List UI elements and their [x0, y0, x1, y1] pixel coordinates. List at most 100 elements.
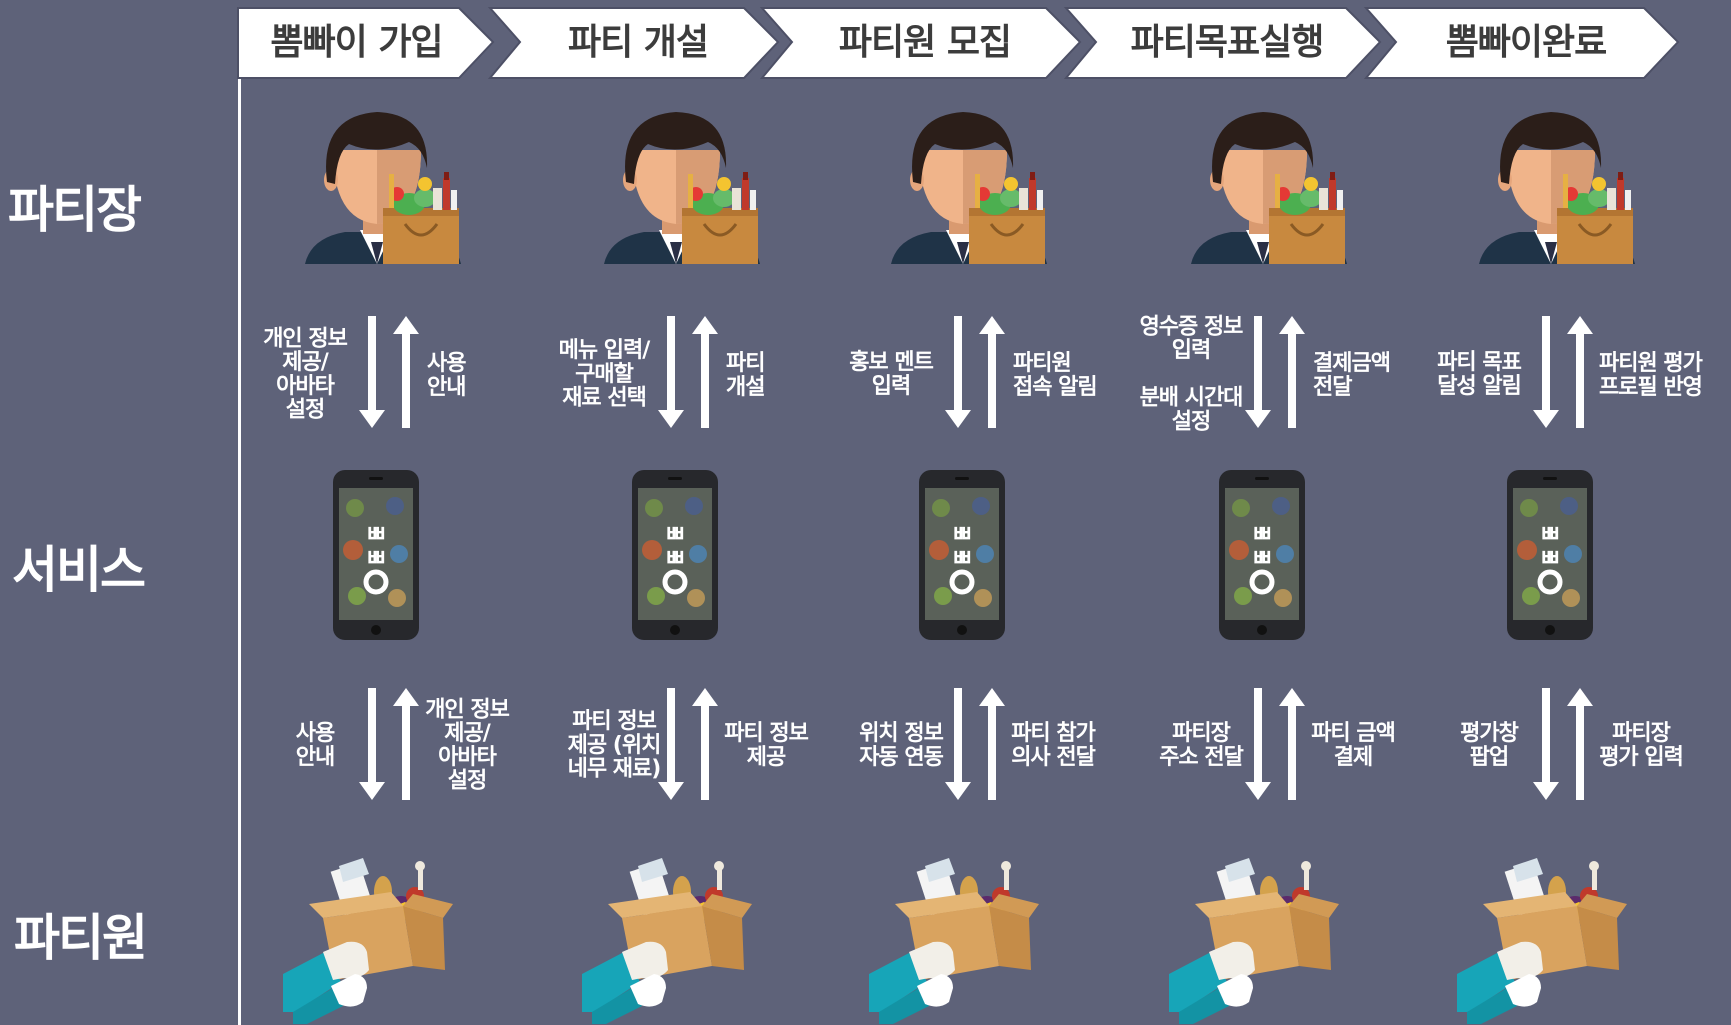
member-to-service-label-line: 파티 금액 [1311, 721, 1395, 746]
leader-to-service-label-line: 입력 [872, 374, 910, 399]
service-to-leader-label-line: 프로필 반영 [1599, 375, 1702, 400]
member-to-service-label-line: 아바타 [438, 745, 497, 770]
leader-to-service-label-line: 제공/ [282, 350, 329, 375]
leader-to-service-label-line: 재료 선택 [562, 386, 646, 411]
phone-app-icon [1507, 470, 1593, 640]
service-to-member-label-line: 위치 정보 [859, 721, 943, 746]
arrow-up-icon [1279, 316, 1305, 428]
row-label-divider [238, 72, 241, 1025]
leader-person-icon [1189, 110, 1349, 266]
service-to-member-label-line: 파티 정보 [572, 709, 656, 734]
arrow-up-icon [979, 316, 1005, 428]
stage-chevron [1063, 7, 1382, 79]
member-to-service-label-line: 개인 정보 [425, 697, 509, 722]
arrow-up-icon [1567, 316, 1593, 428]
service-to-leader-label-line: 파티원 평가 [1599, 351, 1703, 376]
leader-to-service-label-line: 달성 알림 [1437, 374, 1521, 399]
row-label-leader: 파티장 [8, 181, 142, 239]
member-to-service-label-line: 설정 [448, 769, 486, 794]
leader-to-service-label-line: 영수증 정보 [1140, 314, 1244, 339]
leader-person-icon [889, 110, 1049, 266]
arrow-up-icon [1279, 688, 1305, 800]
service-to-leader-label-line: 결제금액 [1313, 351, 1390, 376]
member-to-service-label-line: 제공 [747, 745, 786, 770]
service-to-leader-label-line: 전달 [1313, 375, 1352, 400]
member-grocery-box-icon [582, 858, 752, 1024]
member-grocery-box-icon [283, 858, 453, 1024]
member-to-service-label-line: 파티장 [1612, 721, 1670, 746]
leader-to-service-label-line: 설정 [286, 398, 324, 423]
arrow-down-icon [359, 316, 385, 428]
service-to-leader-label-line: 파티원 [1013, 351, 1071, 376]
arrow-down-icon [658, 316, 684, 428]
stage-title: 뽐빠이 가입 [270, 22, 442, 63]
member-to-service-label-line: 파티 정보 [724, 721, 808, 746]
phone-app-icon [919, 470, 1005, 640]
member-grocery-box-icon [1169, 858, 1339, 1024]
arrow-up-icon [692, 688, 718, 800]
service-to-member-label-line: 자동 연동 [859, 745, 943, 770]
leader-to-service-label-line: 메뉴 입력/ [559, 338, 652, 363]
leader-to-service-label-line: 아바타 [276, 374, 335, 399]
phone-app-icon [632, 470, 718, 640]
service-to-leader-label-line: 안내 [427, 375, 465, 400]
service-to-member-label-line: 주소 전달 [1159, 745, 1243, 770]
stage-title: 뽐빠이완료 [1446, 22, 1607, 63]
arrow-up-icon [979, 688, 1005, 800]
member-to-service-label-line: 파티 참가 [1011, 721, 1095, 746]
stage-title: 파티원 모집 [839, 22, 1011, 63]
arrow-down-icon [1245, 316, 1271, 428]
arrow-down-icon [1245, 688, 1271, 800]
member-grocery-box-icon [1457, 858, 1627, 1024]
leader-to-service-label-line: 분배 시간대 [1140, 386, 1243, 411]
leader-to-service-label-line: 입력 [1172, 338, 1210, 363]
service-to-member-label-line: 사용 [296, 721, 335, 746]
service-to-member-label-line: 평가창 [1460, 721, 1518, 746]
stage-chevron [237, 7, 495, 79]
service-to-member-label-line: 팝업 [1470, 745, 1508, 770]
leader-to-service-label-line: 홍보 멘트 [849, 350, 933, 375]
leader-person-icon [1477, 110, 1637, 266]
arrow-up-icon [1567, 688, 1593, 800]
service-to-member-label-line: 제공 (위치 [568, 733, 661, 758]
service-to-leader-label-line: 사용 [427, 351, 466, 376]
leader-to-service-label-line: 구매할 [575, 362, 633, 387]
stage-chevron [759, 7, 1082, 79]
phone-app-icon [333, 470, 419, 640]
stage-title: 파티 개설 [568, 22, 708, 63]
arrow-down-icon [359, 688, 385, 800]
member-to-service-label-line: 평가 입력 [1599, 745, 1683, 770]
arrow-up-icon [393, 316, 419, 428]
member-to-service-label-line: 결제 [1334, 745, 1372, 770]
member-grocery-box-icon [869, 858, 1039, 1024]
member-to-service-label-line: 제공/ [444, 721, 491, 746]
member-to-service-label-line: 의사 전달 [1011, 745, 1095, 770]
arrow-up-icon [692, 316, 718, 428]
leader-to-service-label-line: 설정 [1172, 409, 1210, 434]
leader-to-service-label-line: 개인 정보 [263, 326, 347, 351]
stage-title: 파티목표실행 [1131, 22, 1324, 63]
leader-person-icon [303, 110, 463, 266]
leader-to-service-label-line: 파티 목표 [1437, 350, 1521, 375]
service-to-member-label-line: 네무 재료) [568, 757, 661, 782]
arrow-down-icon [945, 316, 971, 428]
service-to-leader-label-line: 접속 알림 [1013, 375, 1097, 400]
